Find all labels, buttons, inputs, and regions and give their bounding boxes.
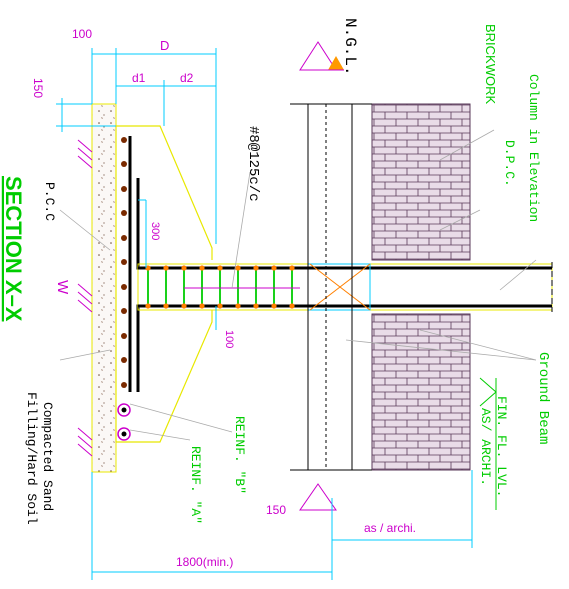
dim-d1-label: d1 [132,71,146,85]
width-w-label: W [54,280,71,295]
ground-hatch [77,139,93,457]
ngl-symbol-top [299,41,344,71]
pcc-label: P.C.C [42,182,57,221]
dim-d-label: D [160,38,169,53]
brickwork-label: BRICKWORK [483,24,498,105]
stirrups [147,268,293,306]
dim-150-bottom-label: 150 [266,503,286,517]
ngl-label: N.G.L. [341,18,359,76]
column-in-elevation-label: Column in Elevation [526,74,541,222]
as-archi-bottom-label: as / archi. [364,521,416,535]
compacted-sand-line1: Compacted Sand [40,402,55,511]
fin-fl-lvl-symbol [479,377,497,510]
rebar-dots [121,137,127,388]
wall-lines [290,103,372,471]
ground-beam-label: Ground Beam [535,352,551,444]
dim-100-top-label: 100 [72,27,92,41]
pcc-strip [91,103,117,473]
ngl-symbol-bottom [299,483,337,511]
stirrup-dots [145,265,295,309]
brickwork-lower [371,313,471,471]
footing-outline [115,125,213,443]
brickwork-upper [371,103,471,261]
dim-300-label: 300 [149,222,161,240]
dim-100-mid-label: 100 [223,330,235,348]
dim-150-left-label: 150 [31,78,45,98]
reinf-b-label: REINF. "B" [232,416,247,494]
compacted-sand-line2: Filling/Hard Soil [24,392,39,525]
fin-fl-lvl-label: FIN. FL. LVL. [494,396,509,497]
leader-lines [59,129,537,441]
dim-1800-label: 1800(min.) [176,555,233,569]
as-archi-vertical-label: AS/ ARCHI. [478,408,493,486]
section-title: SECTION X–X [1,176,26,322]
dpc-label: D.P.C. [502,140,517,187]
reinf-a-label: REINF. "A" [188,446,203,524]
dimension-lines [56,48,473,580]
dim-d2-label: d2 [180,71,194,85]
rebar-spacing-label: #8@125c/c [245,126,261,202]
column-cross [307,263,371,311]
reinf-a-bars [117,403,131,441]
